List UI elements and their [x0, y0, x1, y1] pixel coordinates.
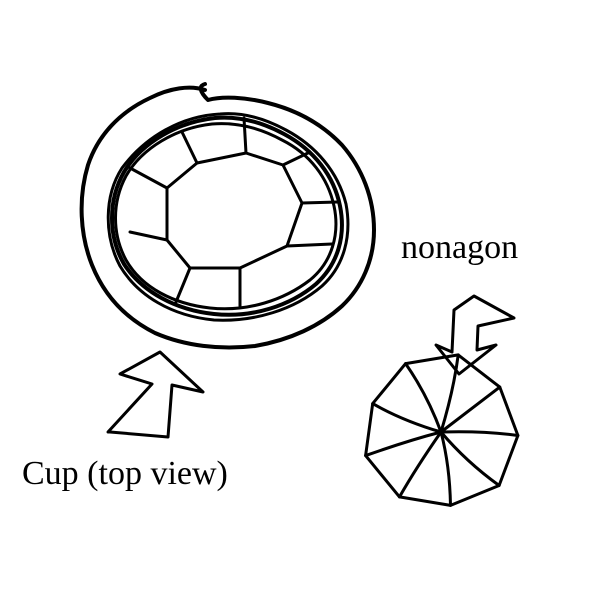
cup-divider-8	[128, 166, 169, 190]
cup-divider-7	[128, 230, 169, 242]
cup-divider-4	[285, 242, 334, 248]
nonagon-spoke	[439, 353, 460, 434]
cup-inner-rim-stroke-1	[110, 115, 344, 317]
nonagon-spoke	[404, 362, 443, 434]
nonagon-spoke	[439, 430, 452, 507]
cup-divider-3	[300, 200, 340, 205]
cup-label: Cup (top view)	[22, 455, 228, 492]
cup-divider-2	[281, 150, 312, 167]
cup-inner-ring	[165, 151, 304, 270]
nonagon-spoke	[371, 402, 443, 434]
cup-inner-rim-stroke-2	[114, 122, 338, 311]
cup-divider-9	[180, 130, 199, 165]
nonagon-spoke	[364, 430, 443, 458]
cup-divider-6	[174, 266, 192, 304]
nonagon-spoke	[439, 430, 520, 437]
nonagon-spoke	[398, 430, 443, 499]
cup-top-view	[79, 82, 376, 350]
nonagon-label: nonagon	[401, 229, 519, 266]
cup-outer-rim	[79, 82, 376, 350]
cup-divider-1	[242, 116, 248, 155]
cup-pointer-arrow	[106, 350, 205, 439]
nonagon-outline	[364, 353, 520, 507]
nonagon-pointer-arrow	[434, 294, 516, 376]
nonagon-spoke	[439, 385, 502, 434]
nonagon-figure	[364, 353, 520, 507]
cup-inner-rim-stroke-3	[106, 112, 350, 322]
nonagon-spoke	[439, 430, 501, 487]
